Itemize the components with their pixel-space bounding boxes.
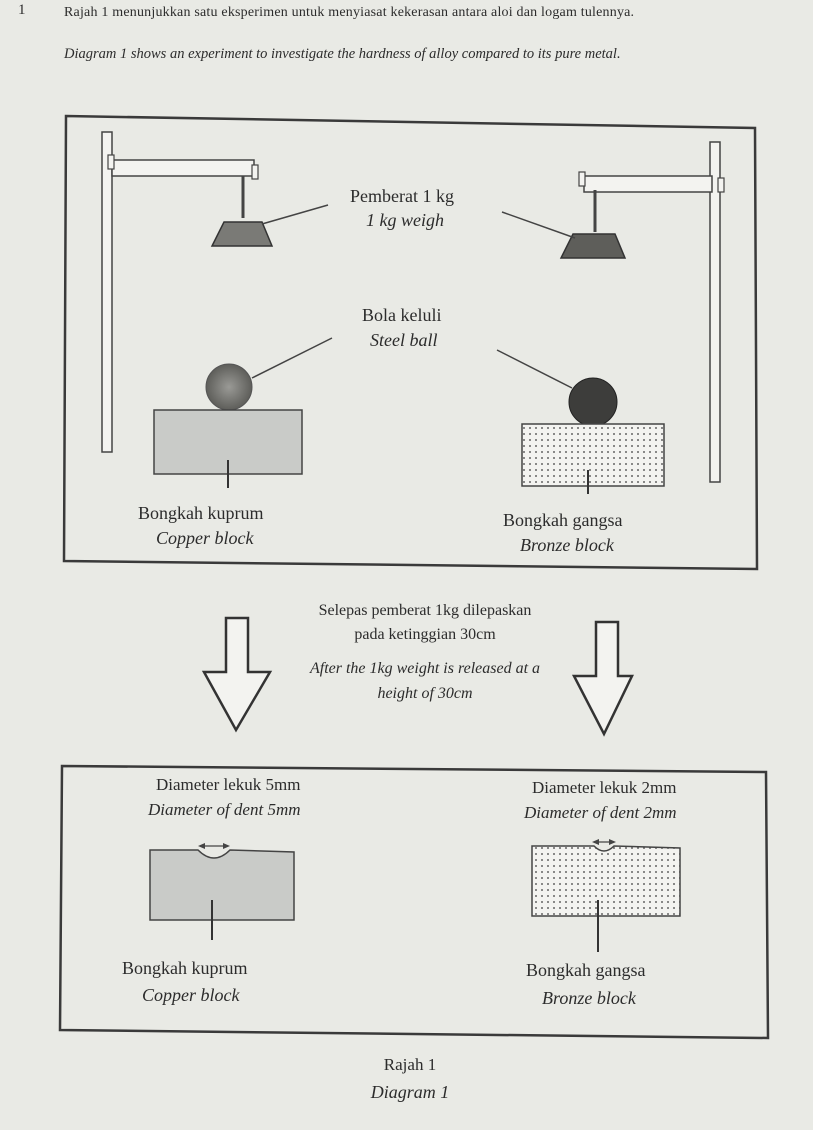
caption-english: Diagram 1 (370, 1082, 450, 1102)
right-dent-label-english: Diameter of dent 2mm (524, 803, 677, 822)
top-bronze-label-malay: Bongkah gangsa (503, 510, 623, 530)
right-weight-pointer (501, 211, 576, 239)
left-steel-ball (205, 363, 253, 411)
question-text-malay: Rajah 1 menunjukkan satu eksperimen untu… (64, 5, 635, 20)
question-number: 1 (18, 2, 26, 18)
right-steel-ball (568, 377, 618, 427)
left-stand (101, 131, 259, 453)
top-copper-label-malay: Bongkah kuprum (138, 503, 264, 523)
caption-malay: Rajah 1 (383, 1055, 437, 1074)
question-text-english: Diagram 1 shows an experiment to investi… (64, 46, 621, 62)
bottom-panel-frame (58, 764, 770, 1040)
transition-malay-line1: Selepas pemberat 1kg dilepaskan (318, 602, 532, 619)
transition-malay-line2: pada ketinggian 30cm (354, 626, 496, 643)
top-bronze-label-english: Bronze block (520, 535, 614, 555)
weight-label-english: 1 kg weigh (366, 210, 444, 230)
bottom-copper-label-english: Copper block (142, 985, 240, 1005)
left-dent-label-english: Diameter of dent 5mm (148, 800, 301, 819)
bottom-bronze-label-malay: Bongkah gangsa (526, 960, 646, 980)
left-weight-pointer (261, 204, 329, 225)
ball-label-malay: Bola keluli (362, 305, 442, 325)
weight-label-malay: Pemberat 1 kg (350, 186, 454, 206)
right-weight (559, 233, 627, 259)
right-dent-label-malay: Diameter lekuk 2mm (532, 778, 677, 797)
right-down-arrow (571, 620, 634, 737)
top-bronze-block (521, 423, 665, 487)
bottom-bronze-block (531, 845, 681, 917)
top-panel-frame (62, 114, 759, 571)
transition-english-line2: height of 30cm (377, 685, 473, 702)
left-dent-label-malay: Diameter lekuk 5mm (156, 775, 301, 794)
transition-english-line1: After the 1kg weight is released at a (309, 660, 541, 677)
bottom-copper-block (149, 849, 295, 921)
left-weight (210, 221, 274, 247)
left-ball-pointer (251, 337, 333, 379)
right-ball-pointer (496, 349, 573, 389)
bottom-bronze-label-english: Bronze block (542, 988, 636, 1008)
right-stand (578, 141, 725, 483)
left-down-arrow (201, 616, 273, 733)
top-copper-label-english: Copper block (156, 528, 254, 548)
bottom-copper-label-malay: Bongkah kuprum (122, 958, 248, 978)
ball-label-english: Steel ball (370, 330, 438, 350)
